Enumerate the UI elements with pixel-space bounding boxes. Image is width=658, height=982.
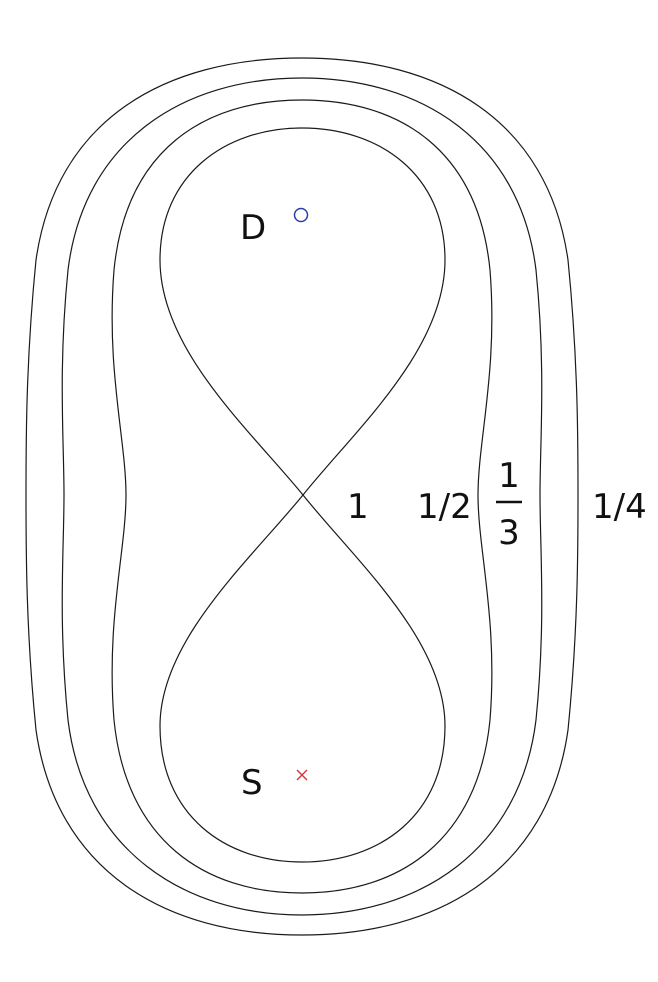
fraction-denominator: 3 xyxy=(498,513,520,553)
cross-marker-icon xyxy=(296,769,308,781)
contour-level-1-2 xyxy=(111,99,493,894)
contour-label-1-2: 1/2 xyxy=(417,487,472,527)
fraction-numerator: 1 xyxy=(498,456,520,496)
contour-label-1-4: 1/4 xyxy=(592,487,647,527)
source-label: S xyxy=(241,763,263,803)
contour-level-1-3 xyxy=(61,77,543,916)
contour-label-1-3: 1 3 xyxy=(496,456,522,553)
contour-level-1-4 xyxy=(25,57,579,936)
contour-label-1: 1 xyxy=(347,487,369,527)
circle-marker-icon xyxy=(293,207,309,223)
contour-level-1 xyxy=(159,127,446,863)
detector-label: D xyxy=(240,208,266,248)
